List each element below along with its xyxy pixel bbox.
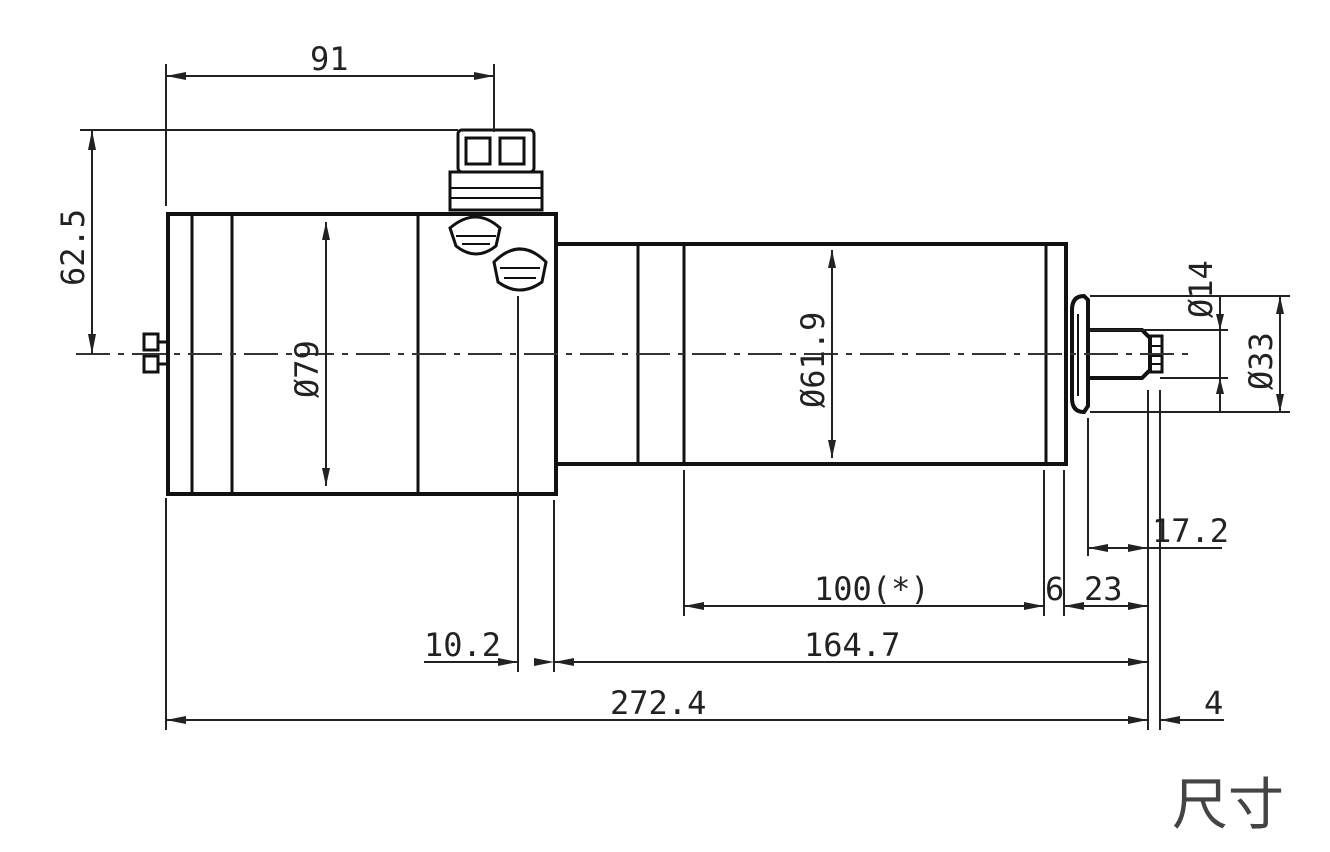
label-flange-diameter: Ø33 bbox=[1242, 332, 1280, 390]
label-gap-small: 6 bbox=[1045, 570, 1064, 608]
label-connector-offset: 10.2 bbox=[424, 626, 501, 664]
label-nose-length: 100(*) bbox=[814, 570, 930, 608]
front-flange bbox=[1070, 293, 1090, 415]
cooling-fitting-1 bbox=[448, 215, 502, 256]
label-tip-length: 23 bbox=[1084, 570, 1123, 608]
cable-connector bbox=[448, 128, 544, 212]
dimension-lines bbox=[80, 64, 1290, 730]
label-height-offset: 62.5 bbox=[54, 209, 92, 286]
rear-nut bbox=[142, 332, 170, 374]
label-nose-diameter: Ø61.9 bbox=[794, 312, 832, 408]
label-end-offset: 4 bbox=[1204, 684, 1223, 722]
label-shaft-length: 17.2 bbox=[1152, 512, 1229, 550]
label-shaft-diameter: Ø14 bbox=[1182, 260, 1220, 318]
drawing-caption: 尺寸 bbox=[1172, 773, 1284, 838]
spindle-outline bbox=[142, 128, 1164, 496]
label-top-width: 91 bbox=[310, 40, 349, 78]
label-overall-length: 272.4 bbox=[610, 684, 706, 722]
label-front-length: 164.7 bbox=[804, 626, 900, 664]
cooling-fitting-2 bbox=[492, 247, 548, 292]
label-body-diameter: Ø79 bbox=[288, 340, 326, 398]
nose-housing bbox=[556, 242, 1068, 466]
